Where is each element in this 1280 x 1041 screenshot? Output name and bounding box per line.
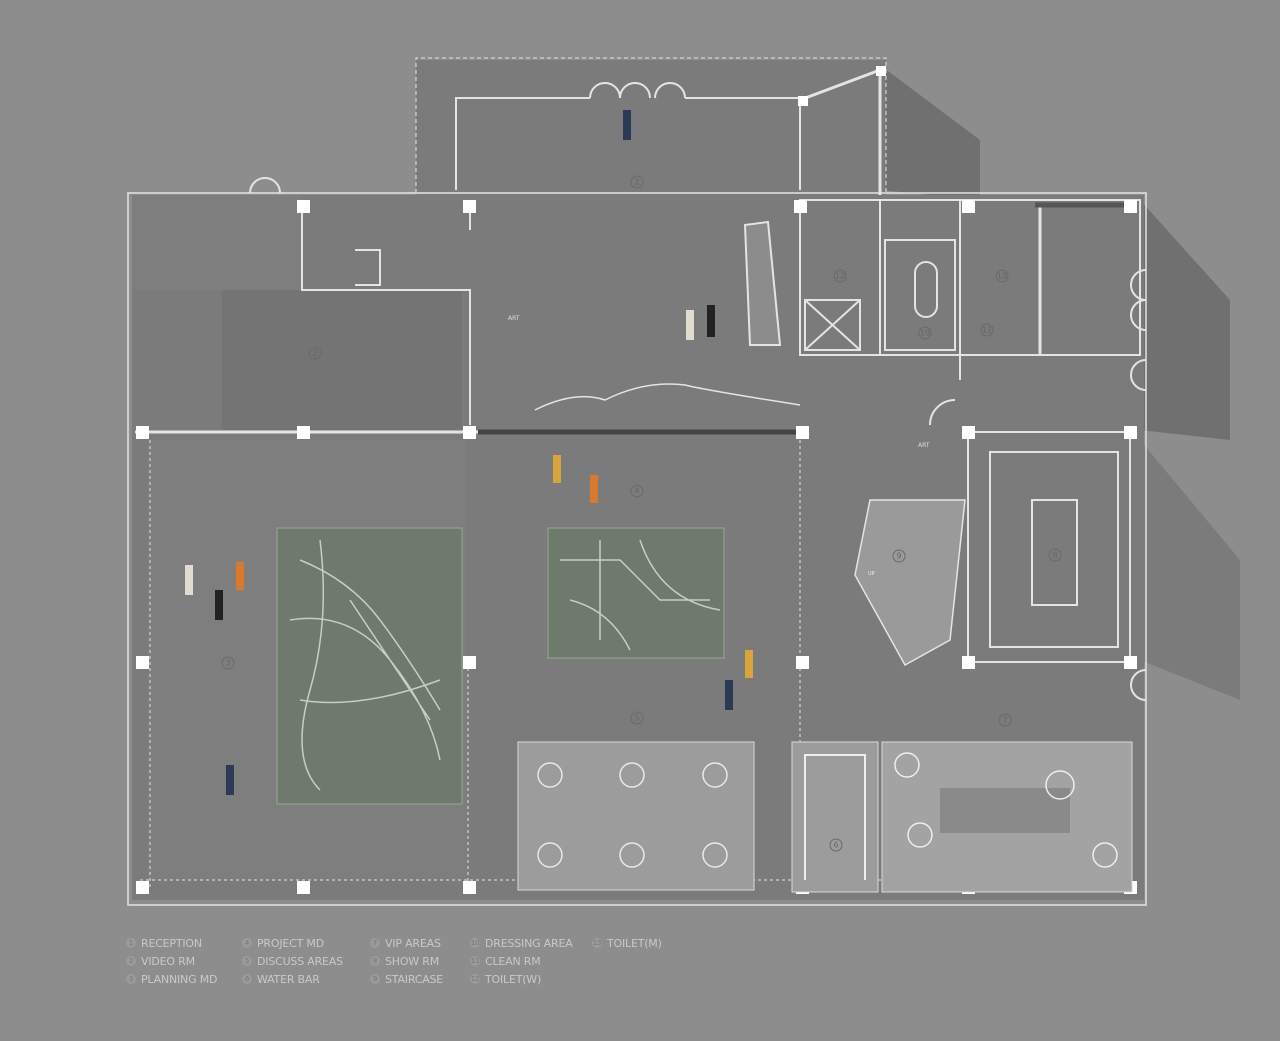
legend-number: 13 (592, 938, 602, 948)
legend-item: 13 TOILET(M) (592, 935, 682, 951)
legend-item: 2 VIDEO RM (126, 953, 242, 969)
legend-number: 11 (470, 956, 480, 966)
legend-number: 12 (470, 974, 480, 984)
legend-number: 4 (242, 938, 252, 948)
room-1-number: 1 (634, 178, 639, 187)
legend-number: 7 (370, 938, 380, 948)
city-map-panel-large (276, 527, 463, 805)
room-13-number: 13 (997, 272, 1007, 281)
legend-item: 8 SHOW RM (370, 953, 470, 969)
legend-item: 5 DISCUSS AREAS (242, 953, 370, 969)
room-number-markers (221, 175, 1062, 852)
legend-label: VIDEO RM (141, 954, 195, 968)
legend-label: CLEAN RM (485, 954, 541, 968)
legend-item: 4 PROJECT MD (242, 935, 370, 951)
legend-number: 2 (126, 956, 136, 966)
legend-label: WATER BAR (257, 972, 320, 986)
room-11-number: 11 (982, 326, 992, 335)
legend-label: RECEPTION (141, 936, 202, 950)
legend-label: VIP AREAS (385, 936, 441, 950)
legend-number: 1 (126, 938, 136, 948)
legend-item: 3 PLANNING MD (126, 971, 242, 987)
room-9-number: 9 (896, 552, 901, 561)
room-12-number: 12 (835, 272, 845, 281)
legend-label: TOILET(W) (485, 972, 542, 986)
room-8-number: 8 (1052, 551, 1057, 560)
legend-item: 12 TOILET(W) (470, 971, 592, 987)
art-label: ART (508, 315, 520, 322)
legend-item: 1 RECEPTION (126, 935, 242, 951)
legend-item: 9 STAIRCASE (370, 971, 470, 987)
legend-item (592, 953, 682, 969)
legend-number: 8 (370, 956, 380, 966)
city-map-panel-small (547, 527, 725, 659)
legend-number: 6 (242, 974, 252, 984)
legend-label: STAIRCASE (385, 972, 444, 986)
room-5-number: 5 (634, 714, 639, 723)
legend-label: TOILET(M) (607, 936, 662, 950)
legend-item: 6 WATER BAR (242, 971, 370, 987)
room-2-number: 2 (312, 349, 317, 358)
room-10-number: 10 (920, 329, 930, 338)
legend-label: PLANNING MD (141, 972, 218, 986)
legend-number: 10 (470, 938, 480, 948)
walls (127, 57, 1147, 906)
room-4-number: 4 (634, 487, 639, 496)
water-bar (791, 741, 879, 893)
discuss-areas-furniture (517, 741, 755, 891)
floor-plan: ART ART UP 1 2 3 4 5 6 7 8 9 10 11 12 13 (127, 57, 1240, 906)
room-3-number: 3 (225, 659, 230, 668)
legend-label: DRESSING AREA (485, 936, 573, 950)
legend-label: DISCUSS AREAS (257, 954, 343, 968)
legend-item: 7 VIP AREAS (370, 935, 470, 951)
room-7-number: 7 (1002, 716, 1007, 725)
vip-lounge (881, 741, 1133, 893)
up-label: UP (868, 571, 875, 577)
people-figures (185, 110, 753, 795)
room-6-number: 6 (833, 841, 838, 850)
legend-item: 11 CLEAN RM (470, 953, 592, 969)
legend-number: 3 (126, 974, 136, 984)
legend-number: 5 (242, 956, 252, 966)
legend-label: PROJECT MD (257, 936, 324, 950)
legend-item: 10 DRESSING AREA (470, 935, 592, 951)
legend-label: SHOW RM (385, 954, 440, 968)
legend-number: 9 (370, 974, 380, 984)
art-label: ART (918, 442, 930, 449)
room-legend: 1 RECEPTION 4 PROJECT MD 7 VIP AREAS 10 DRESSIN… (126, 935, 682, 987)
